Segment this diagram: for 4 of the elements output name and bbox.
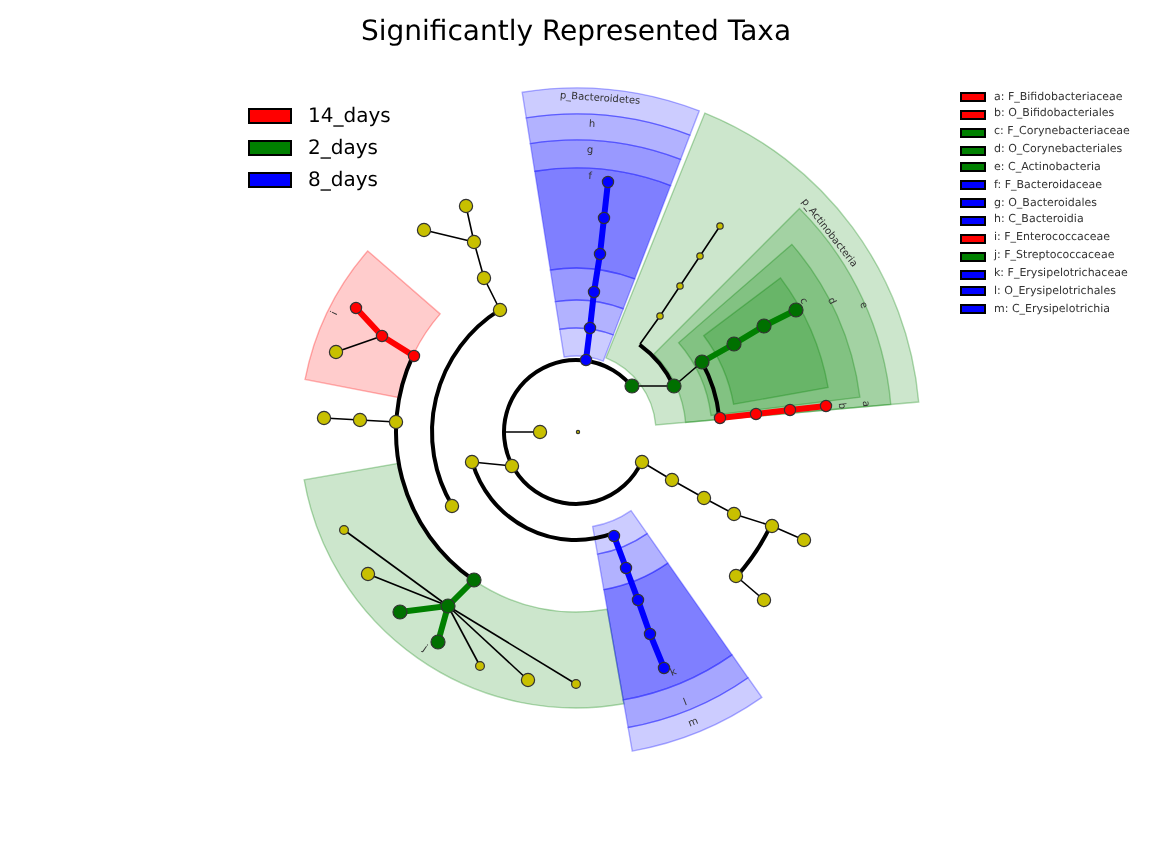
legend-label: 8_days xyxy=(308,169,378,191)
legend-label: 14_days xyxy=(308,105,391,127)
chart-title: Significantly Represented Taxa xyxy=(358,16,794,48)
legend-label: 2_days xyxy=(308,137,378,159)
